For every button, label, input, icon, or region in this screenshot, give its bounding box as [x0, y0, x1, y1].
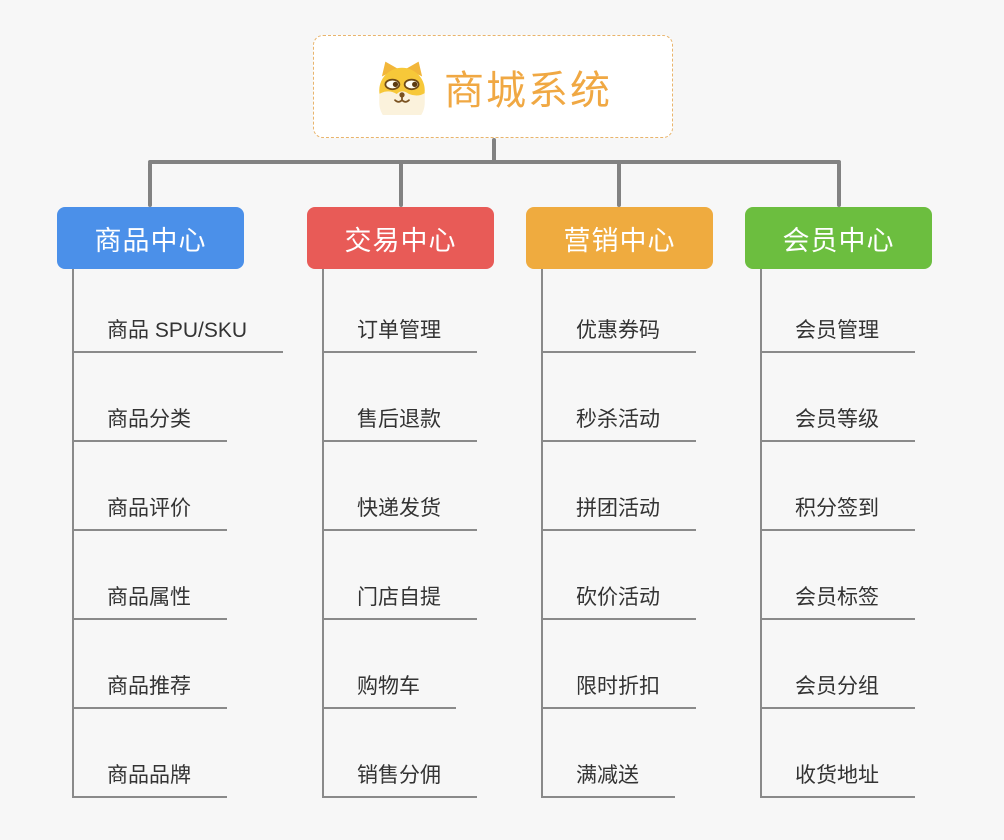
leaf-node[interactable]: 商品品牌: [72, 762, 227, 798]
leaf-node[interactable]: 购物车: [322, 673, 456, 709]
leaf-node[interactable]: 会员分组: [760, 673, 915, 709]
leaf-label: 优惠券码: [541, 317, 696, 353]
leaf-node[interactable]: 砍价活动: [541, 584, 696, 620]
leaf-node[interactable]: 售后退款: [322, 406, 477, 442]
leaf-node[interactable]: 拼团活动: [541, 495, 696, 531]
leaf-node[interactable]: 商品推荐: [72, 673, 227, 709]
branch-member-center: 会员中心 会员管理 会员等级 积分签到 会员标签 会员分组 收货地址: [745, 207, 932, 840]
leaf-label: 订单管理: [322, 317, 477, 353]
leaf-label: 销售分佣: [322, 762, 477, 798]
connector-drop-trade: [399, 162, 403, 207]
leaf-label: 商品分类: [72, 406, 227, 442]
leaf-node[interactable]: 会员等级: [760, 406, 915, 442]
branch-trunk-line: [322, 269, 324, 798]
leaf-node[interactable]: 会员标签: [760, 584, 915, 620]
leaf-node[interactable]: 秒杀活动: [541, 406, 696, 442]
branch-header-trade-center[interactable]: 交易中心: [307, 207, 494, 269]
doge-icon: [374, 59, 430, 115]
leaf-node[interactable]: 商品分类: [72, 406, 227, 442]
connector-drop-marketing: [617, 162, 621, 207]
branch-label: 商品中心: [94, 225, 207, 256]
leaf-label: 商品推荐: [72, 673, 227, 709]
branch-label: 营销中心: [563, 225, 676, 256]
leaf-node[interactable]: 门店自提: [322, 584, 477, 620]
branch-header-marketing-center[interactable]: 营销中心: [526, 207, 713, 269]
leaf-node[interactable]: 满减送: [541, 762, 675, 798]
leaf-node[interactable]: 商品属性: [72, 584, 227, 620]
leaf-node[interactable]: 限时折扣: [541, 673, 696, 709]
leaf-label: 积分签到: [760, 495, 915, 531]
branch-marketing-center: 营销中心 优惠券码 秒杀活动 拼团活动 砍价活动 限时折扣 满减送: [526, 207, 713, 840]
leaf-label: 会员分组: [760, 673, 915, 709]
leaf-label: 售后退款: [322, 406, 477, 442]
leaf-label: 限时折扣: [541, 673, 696, 709]
leaf-node[interactable]: 商品 SPU/SKU: [72, 317, 284, 353]
leaf-label: 商品属性: [72, 584, 227, 620]
branch-label: 交易中心: [344, 225, 457, 256]
leaf-node[interactable]: 会员管理: [760, 317, 915, 353]
leaf-node[interactable]: 商品评价: [72, 495, 227, 531]
leaf-label: 砍价活动: [541, 584, 696, 620]
branch-trade-center: 交易中心 订单管理 售后退款 快递发货 门店自提 购物车 销售分佣: [307, 207, 494, 840]
leaf-label: 拼团活动: [541, 495, 696, 531]
connector-horizontal-bar: [148, 160, 841, 164]
root-title: 商城系统: [444, 68, 612, 113]
leaf-label: 商品评价: [72, 495, 227, 531]
leaf-label: 购物车: [322, 673, 456, 709]
branch-label: 会员中心: [782, 225, 895, 256]
leaf-node[interactable]: 收货地址: [760, 762, 915, 798]
leaf-label: 满减送: [541, 762, 675, 798]
branch-trunk-line: [72, 269, 74, 798]
root-node[interactable]: 商城系统: [313, 35, 673, 138]
connector-drop-member: [837, 162, 841, 207]
leaf-label: 收货地址: [760, 762, 915, 798]
leaf-node[interactable]: 订单管理: [322, 317, 477, 353]
leaf-node[interactable]: 优惠券码: [541, 317, 696, 353]
leaf-label: 门店自提: [322, 584, 477, 620]
branch-product-center: 商品中心 商品 SPU/SKU 商品分类 商品评价 商品属性 商品推荐 商品品牌: [57, 207, 284, 840]
leaf-label: 会员标签: [760, 584, 915, 620]
leaf-label: 商品 SPU/SKU: [72, 317, 284, 353]
leaf-label: 快递发货: [322, 495, 477, 531]
leaf-label: 商品品牌: [72, 762, 227, 798]
connector-drop-product: [148, 162, 152, 207]
leaf-node[interactable]: 积分签到: [760, 495, 915, 531]
leaf-node[interactable]: 快递发货: [322, 495, 477, 531]
branch-trunk-line: [541, 269, 543, 798]
leaf-label: 会员管理: [760, 317, 915, 353]
branch-header-member-center[interactable]: 会员中心: [745, 207, 932, 269]
leaf-label: 会员等级: [760, 406, 915, 442]
leaf-label: 秒杀活动: [541, 406, 696, 442]
branch-header-product-center[interactable]: 商品中心: [57, 207, 244, 269]
leaf-node[interactable]: 销售分佣: [322, 762, 477, 798]
branch-trunk-line: [760, 269, 762, 798]
connector-root-stem: [492, 138, 496, 163]
